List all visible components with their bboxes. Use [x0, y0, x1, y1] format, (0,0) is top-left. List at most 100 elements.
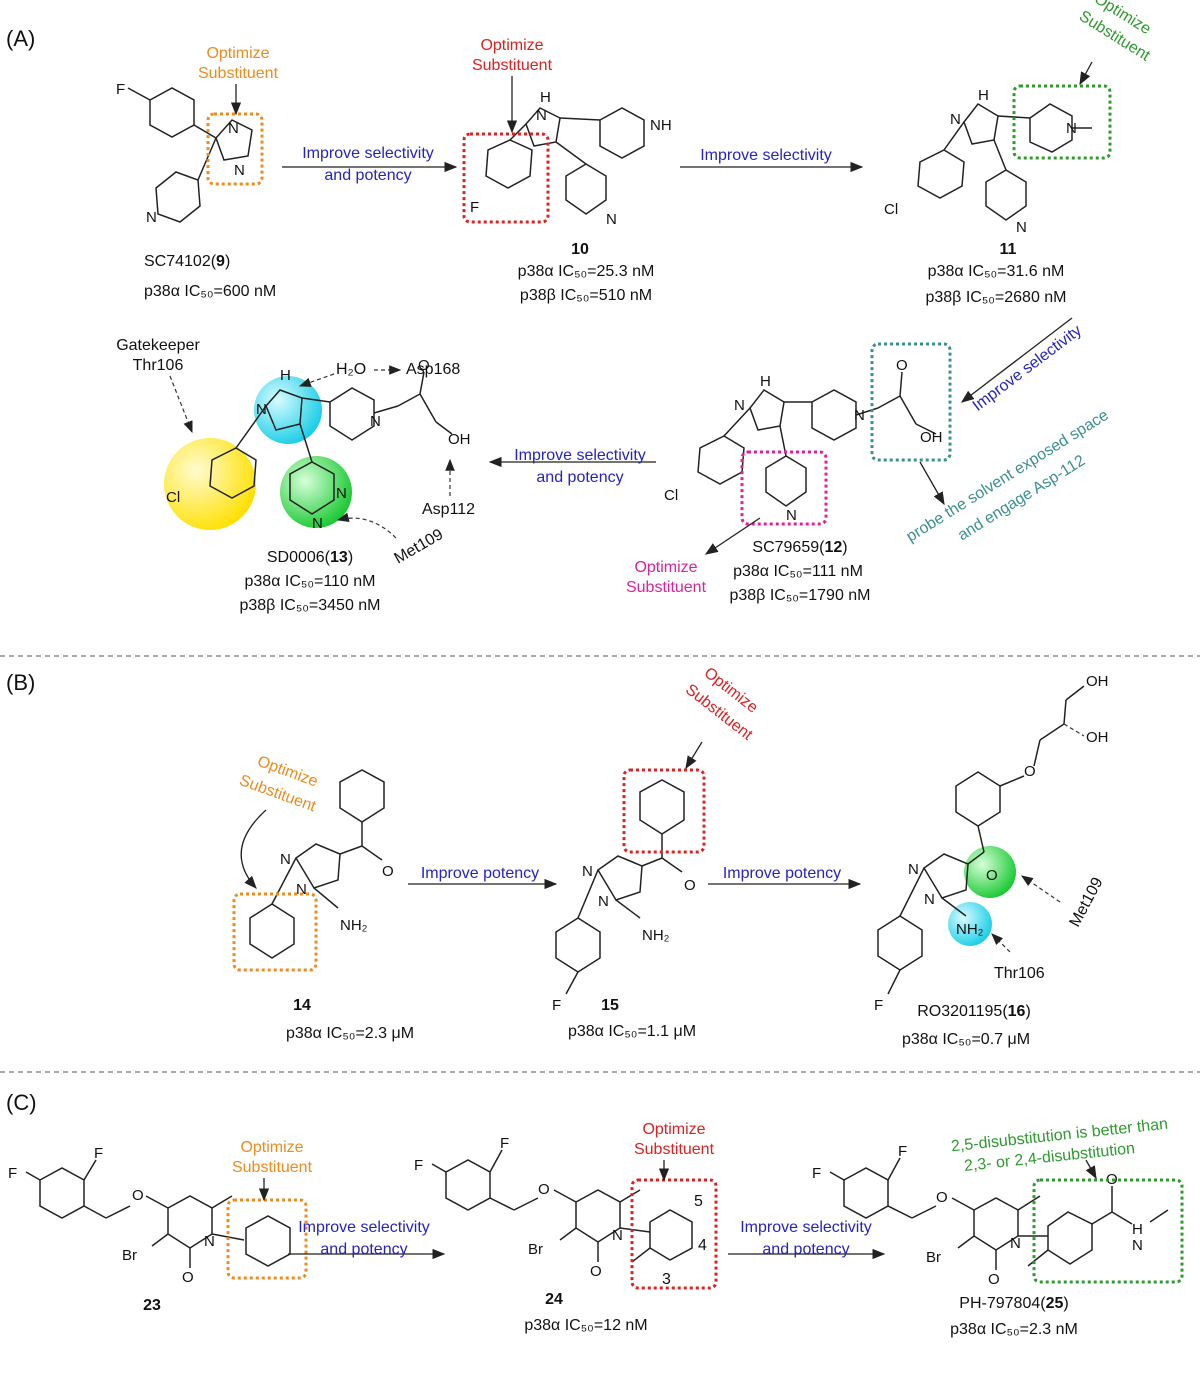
compound-16-ic50: p38α IC₅₀=0.7 μM — [902, 1031, 1030, 1048]
atom-label: N — [582, 863, 593, 880]
atom-label: Br — [926, 1249, 941, 1266]
compound-10-ic50a: p38α IC₅₀=25.3 nM — [518, 263, 655, 280]
position-3-label: 3 — [662, 1271, 671, 1288]
atom-label: OH — [1086, 673, 1109, 690]
atom-label: NH₂ — [642, 927, 670, 944]
atom-label: N — [786, 507, 797, 524]
compound-11-number: 11 — [1000, 241, 1017, 258]
compound-16-name: RO3201195(16) — [917, 1003, 1031, 1020]
highlight-sphere-cyan-16 — [948, 902, 992, 946]
atom-label: O — [684, 877, 696, 894]
arrow-c1-label-line2: and potency — [320, 1241, 407, 1258]
opt-label-a2-line1: Optimize — [480, 37, 543, 54]
atom-label: O — [590, 1263, 602, 1280]
atom-label: H — [760, 373, 771, 390]
atom-label: H — [540, 89, 551, 106]
atom-label: O — [382, 863, 394, 880]
opt-label-c1-line1: Optimize — [240, 1139, 303, 1156]
atom-label: F — [812, 1165, 821, 1182]
compound-15-structure — [555, 779, 685, 995]
compound-10-number: 10 — [571, 241, 589, 258]
panel-c-label: (C) — [6, 1090, 37, 1115]
atom-label: N — [256, 401, 267, 418]
compound-15-number: 15 — [601, 997, 619, 1014]
atom-label: N — [950, 111, 961, 128]
atom-label: N — [1132, 1237, 1143, 1254]
atom-label: N — [924, 891, 935, 908]
atom-label: Br — [122, 1247, 137, 1264]
atom-label: N — [1010, 1235, 1021, 1252]
atom-label: N — [612, 1227, 623, 1244]
atom-label: F — [8, 1165, 17, 1182]
compound-23-number: 23 — [143, 1297, 161, 1314]
opt-box-magenta-12 — [740, 450, 828, 526]
atom-label: N — [146, 209, 157, 226]
opt-box-teal-12 — [870, 342, 952, 462]
compound-25-structure — [829, 1157, 1169, 1270]
atom-label: NH₂ — [340, 917, 368, 934]
panel-a-label: (A) — [6, 26, 35, 51]
compound-25-ic50: p38α IC₅₀=2.3 nM — [950, 1321, 1078, 1338]
atom-label: O — [986, 867, 998, 884]
atom-label: N — [908, 861, 919, 878]
compound-12-ic50b: p38β IC₅₀=1790 nM — [729, 587, 870, 604]
atom-label: O — [896, 357, 908, 374]
compound-14-number: 14 — [293, 997, 311, 1014]
panel-b-label: (B) — [6, 670, 35, 695]
opt-box-green-25 — [1032, 1178, 1184, 1284]
atom-label: O — [1106, 1171, 1118, 1188]
compound-9-ic50: p38α IC₅₀=600 nM — [144, 283, 276, 300]
compound-11-ic50b: p38β IC₅₀=2680 nM — [925, 289, 1066, 306]
compound-12-structure — [697, 371, 937, 507]
arrow-c2-label-line1: Improve selectivity — [740, 1219, 872, 1236]
atom-label: O — [988, 1271, 1000, 1288]
gatekeeper-label-line2: Thr106 — [133, 357, 184, 374]
compound-24-ic50: p38α IC₅₀=12 nM — [524, 1317, 647, 1334]
atom-label: O — [418, 357, 430, 374]
arrow-a4-label-line1: Improve selectivity — [514, 447, 646, 464]
opt-label-c1-line2: Substituent — [232, 1159, 313, 1176]
atom-label: N — [234, 162, 245, 179]
arrow-a4-label-line2: and potency — [536, 469, 623, 486]
probe-label-line1: probe the solvent exposed space — [904, 407, 1112, 546]
arrow-c2-label-line2: and potency — [762, 1241, 849, 1258]
asp112-label: Asp112 — [422, 501, 475, 518]
compound-14-ic50: p38α IC₅₀=2.3 μM — [286, 1025, 414, 1042]
atom-label: OH — [920, 429, 943, 446]
atom-label: N — [370, 413, 381, 430]
compound-12-name: SC79659(12) — [752, 539, 847, 556]
compound-9-name: SC74102(9) — [144, 253, 230, 270]
compound-14-structure — [249, 769, 385, 959]
arrow-b1-label: Improve potency — [421, 865, 539, 882]
opt-box-red-24 — [630, 1178, 718, 1290]
atom-label: N — [1066, 120, 1077, 137]
arrow-a1-label-line2: and potency — [324, 167, 411, 184]
arrow-a1-label-line1: Improve selectivity — [302, 145, 434, 162]
atom-label: F — [874, 997, 883, 1014]
atom-label: F — [500, 1135, 509, 1152]
opt-label-a2-line2: Substituent — [472, 57, 553, 74]
atom-label: O — [936, 1189, 948, 1206]
atom-label: N — [854, 407, 865, 424]
opt-label-c2-line1: Optimize — [642, 1121, 705, 1138]
atom-label: H — [280, 367, 291, 384]
compound-13-name: SD0006(13) — [267, 549, 353, 566]
opt-label-a1-line1: Optimize — [206, 45, 269, 62]
atom-label: H — [1132, 1221, 1143, 1238]
asp168-label: Asp168 — [406, 361, 460, 378]
atom-label: N — [204, 1233, 215, 1250]
compound-11-ic50a: p38α IC₅₀=31.6 nM — [928, 263, 1065, 280]
atom-label: Cl — [884, 201, 898, 218]
highlight-sphere-cyan — [254, 376, 322, 444]
atom-label: N — [312, 515, 323, 532]
position-5-label: 5 — [694, 1193, 703, 1210]
compound-24-structure — [431, 1149, 693, 1263]
atom-label: O — [1024, 763, 1036, 780]
position-4-label: 4 — [698, 1237, 707, 1254]
opt-label-a4-line1: Optimize — [634, 559, 697, 576]
compound-24-number: 24 — [545, 1291, 563, 1308]
arrow-b2-label: Improve potency — [723, 865, 841, 882]
opt-label-a1-line2: Substituent — [198, 65, 279, 82]
atom-label: N — [296, 881, 307, 898]
atom-label: F — [470, 199, 479, 216]
